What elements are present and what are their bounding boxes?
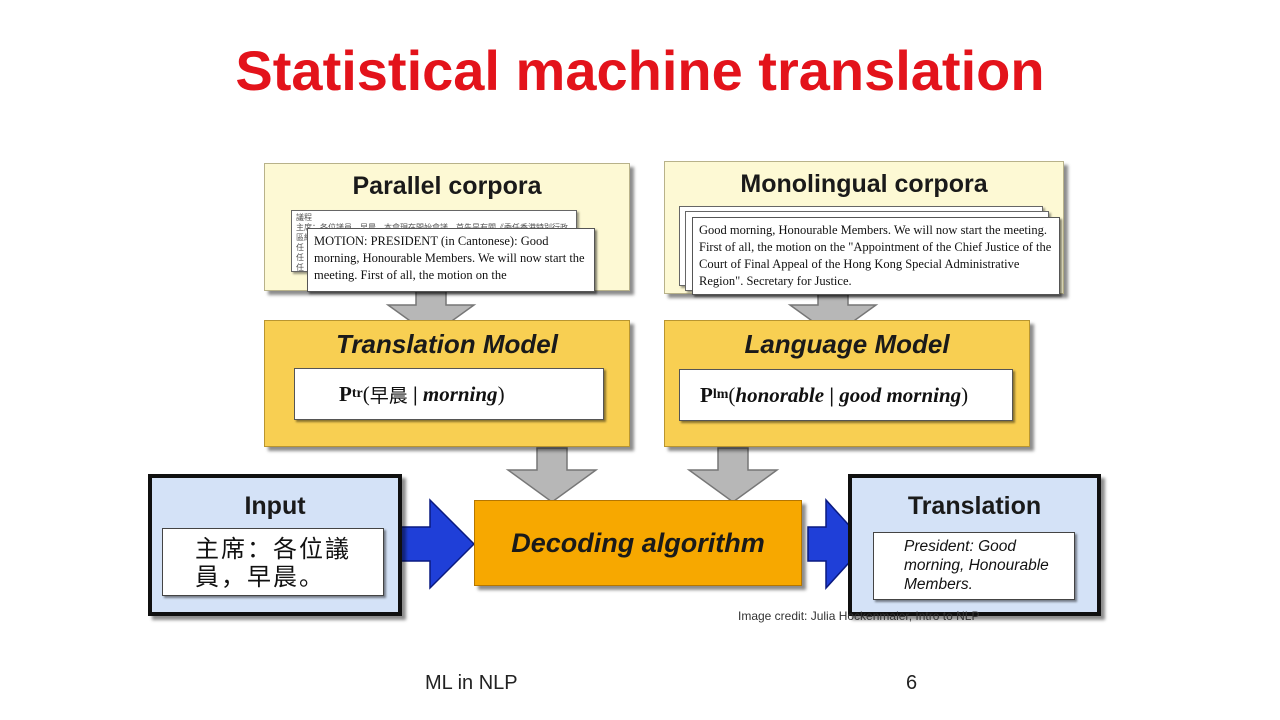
formula-open-paren: ( [728, 382, 736, 407]
decoding-algorithm-label: Decoding algorithm [511, 527, 765, 558]
formula-close-paren: ) [497, 381, 505, 406]
language-model-heading: Language Model [744, 329, 950, 359]
formula-context: good morning [839, 382, 962, 407]
formula-subscript: tr [351, 386, 363, 401]
translation-text: President: Good morning, Honourable Memb… [904, 538, 1049, 593]
translation-text-box: President: Good morning, Honourable Memb… [873, 532, 1075, 600]
parallel-front-document: MOTION: PRESIDENT (in Cantonese): Good m… [307, 228, 595, 292]
decoding-algorithm-box: Decoding algorithm [474, 500, 802, 586]
input-panel: Input 主席：各位議 員，早晨。 [148, 474, 402, 616]
input-text-box: 主席：各位議 員，早晨。 [162, 528, 384, 596]
input-heading: Input [244, 492, 306, 520]
mono-front-document-text: Good morning, Honourable Members. We wil… [699, 223, 1052, 288]
arrow-tm-to-decoder [505, 447, 599, 503]
formula-close-paren: ) [961, 382, 969, 407]
arrow-lm-to-decoder [686, 447, 780, 503]
formula-target-word: morning [422, 381, 498, 406]
parallel-front-document-text: MOTION: PRESIDENT (in Cantonese): Good m… [314, 234, 585, 282]
translation-model-heading: Translation Model [336, 329, 558, 359]
formula-word: honorable [735, 382, 825, 407]
monolingual-corpora-heading: Monolingual corpora [740, 170, 988, 198]
page-number: 6 [906, 672, 918, 694]
slide-title: Statistical machine translation [235, 39, 1045, 102]
formula-open-paren: ( [362, 381, 370, 406]
formula-p: P [339, 381, 352, 406]
mono-front-document: Good morning, Honourable Members. We wil… [692, 217, 1060, 295]
monolingual-corpora-panel: Monolingual corpora Good morning, Honour… [664, 161, 1064, 295]
arrow-decoder-to-translation [807, 498, 868, 590]
image-credit: Image credit: Julia Hockenmaier, Intro t… [738, 609, 980, 623]
formula-source-word: 早晨 [369, 384, 408, 407]
formula-bar: | [407, 381, 423, 406]
footer-left-text: ML in NLP [425, 672, 518, 694]
formula-p: P [700, 382, 713, 407]
parallel-corpora-panel: Parallel corpora 議程 主席：各位議員，早晨。本會現在開始會議。… [264, 163, 630, 292]
parallel-corpora-heading: Parallel corpora [352, 172, 542, 200]
input-text-line-1: 主席：各位議 [195, 535, 351, 563]
formula-bar: | [824, 382, 840, 407]
translation-heading: Translation [907, 492, 1042, 520]
formula-subscript: lm [712, 387, 729, 402]
input-text-line-2: 員，早晨。 [195, 563, 325, 591]
translation-panel: Translation President: Good morning, Hon… [848, 474, 1101, 616]
